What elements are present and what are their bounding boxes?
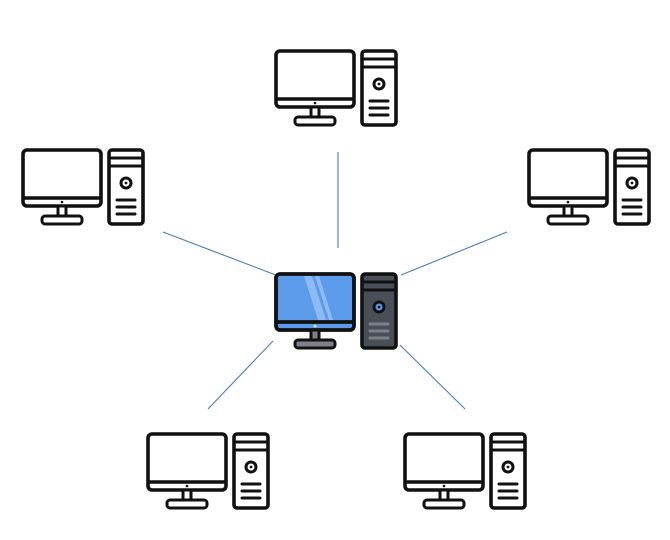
monitor-power-dot bbox=[60, 200, 64, 204]
screen-glare bbox=[304, 276, 326, 320]
link-server-to-client-bottom-left bbox=[207, 340, 274, 410]
power-button-center bbox=[506, 465, 510, 469]
links-layer bbox=[162, 152, 508, 410]
power-button-center bbox=[630, 181, 634, 185]
link-server-to-client-bottom-right bbox=[399, 344, 466, 410]
client-right-desktop-computer-icon bbox=[527, 148, 651, 226]
client-bottom-right-desktop-computer-icon bbox=[403, 432, 527, 510]
power-button-center bbox=[124, 181, 128, 185]
monitor-power-dot bbox=[185, 484, 189, 488]
client-bottom-left-desktop-computer-icon bbox=[146, 432, 270, 510]
monitor-base bbox=[165, 498, 209, 510]
client-top-desktop-computer-icon bbox=[274, 49, 398, 127]
link-server-to-client-left bbox=[162, 231, 282, 278]
power-button-center bbox=[249, 465, 253, 469]
monitor-base bbox=[293, 338, 337, 350]
monitor-base bbox=[40, 214, 84, 226]
power-button-center bbox=[377, 305, 381, 309]
monitor-power-dot bbox=[566, 200, 570, 204]
server-desktop-computer-icon bbox=[274, 272, 398, 350]
power-button-center bbox=[377, 82, 381, 86]
monitor-base bbox=[422, 498, 466, 510]
link-server-to-client-right bbox=[400, 231, 508, 276]
client-left-desktop-computer-icon bbox=[21, 148, 145, 226]
monitor-base bbox=[546, 214, 590, 226]
nodes-layer bbox=[21, 49, 651, 510]
monitor-power-dot bbox=[313, 101, 317, 105]
monitor-power-dot bbox=[442, 484, 446, 488]
monitor-base bbox=[293, 115, 337, 127]
screen-glare bbox=[315, 276, 333, 320]
monitor-power-dot bbox=[313, 324, 317, 328]
